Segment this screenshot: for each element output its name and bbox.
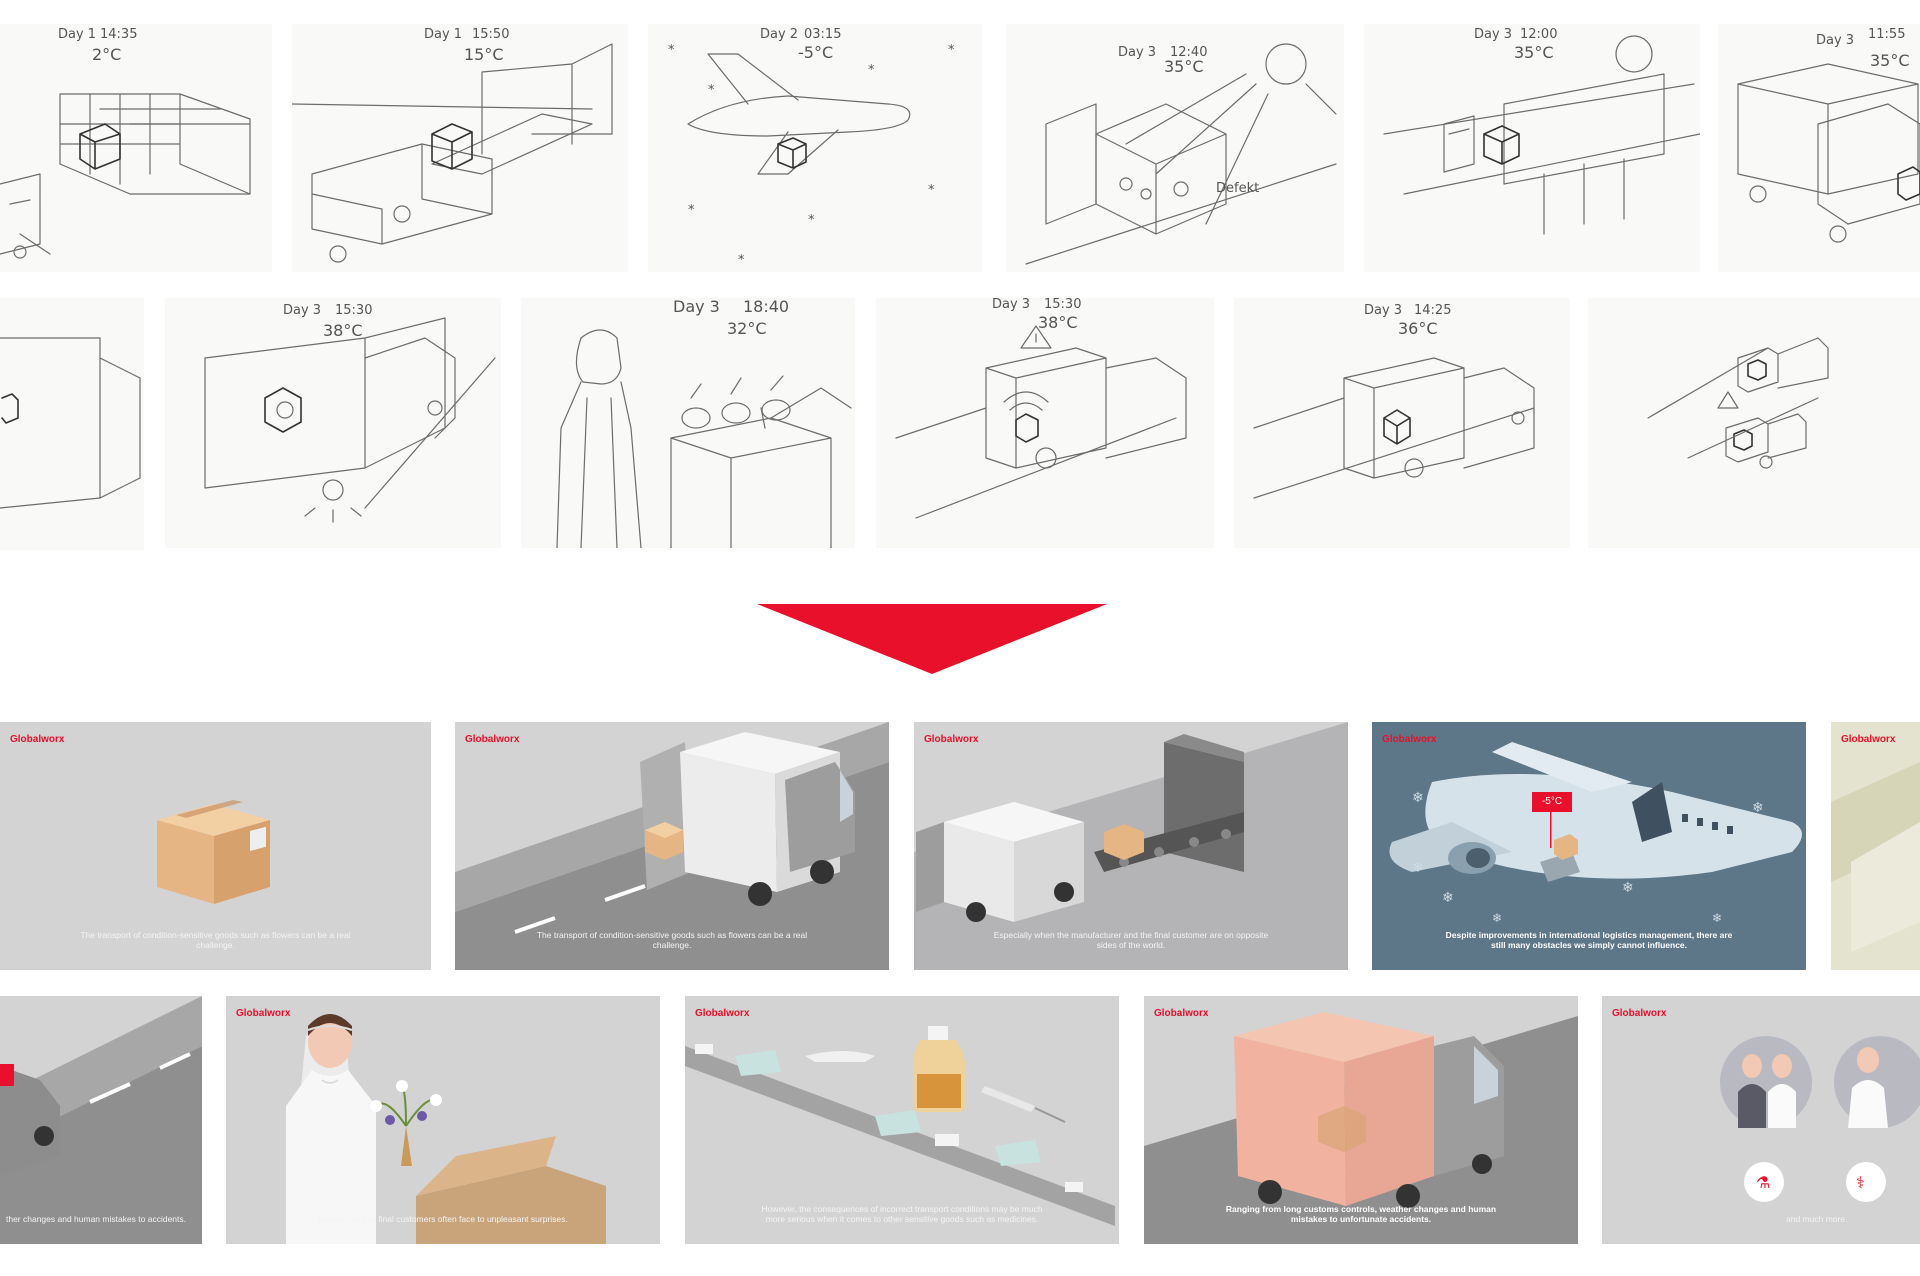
slide-caption: Despite improvements in international lo… xyxy=(1445,930,1733,950)
svg-text:❄: ❄ xyxy=(1712,911,1722,925)
sketch-temp: 36°C xyxy=(1398,319,1438,338)
sketch-note: Defekt xyxy=(1216,181,1259,196)
sketch-day: Day 2 xyxy=(760,27,798,42)
sketch-time: 03:15 xyxy=(804,27,841,42)
temperature-badge: -5°C xyxy=(1541,796,1563,807)
brand-logo: Globalworx xyxy=(465,734,520,745)
svg-text:*: * xyxy=(688,203,695,218)
sketch-tile: Day 1 14:35 2°C xyxy=(0,24,272,272)
sketch-time: 15:30 xyxy=(1044,298,1081,312)
sketch-tile xyxy=(0,298,144,550)
sketch-temp: 38°C xyxy=(1038,313,1078,332)
sketch-tile: Day 1 15:50 15°C xyxy=(292,24,628,272)
sketch-tile xyxy=(1588,298,1920,548)
svg-text:❄: ❄ xyxy=(1442,889,1454,905)
sketch-time: 18:40 xyxy=(743,298,789,316)
storyboard-slide: Globalworx The transport of condition-se… xyxy=(455,722,889,970)
sketch-tile: Day 3 15:30 38°C xyxy=(876,298,1214,548)
sketch-day: Day 3 xyxy=(1364,303,1402,318)
sketch-day: Day 1 xyxy=(58,27,96,42)
slide-caption: and much more. xyxy=(1786,1214,1848,1224)
sketch-temp: 2°C xyxy=(92,45,121,64)
brand-logo: Globalworx xyxy=(10,734,65,745)
storyboard-slide: Globalworx xyxy=(1831,722,1920,970)
svg-text:❄: ❄ xyxy=(1622,879,1634,895)
sketch-day: Day 3 xyxy=(1816,33,1854,48)
sketch-day: Day 3 xyxy=(673,298,720,316)
slide-caption: However, the consequences of incorrect t… xyxy=(761,1204,1043,1224)
brand-logo: Globalworx xyxy=(1382,734,1437,745)
brand-logo: Globalworx xyxy=(1612,1008,1667,1019)
sketch-temp: 15°C xyxy=(464,45,504,64)
brand-logo: Globalworx xyxy=(1154,1008,1209,1019)
svg-text:*: * xyxy=(948,43,955,58)
sketch-day: Day 3 xyxy=(992,298,1030,312)
sketch-time: 12:40 xyxy=(1170,45,1207,60)
svg-text:❄: ❄ xyxy=(1412,859,1424,875)
brand-logo: Globalworx xyxy=(695,1008,750,1019)
storyboard-slide: ❄ ❄ ❄ ❄ ❄ ❄ ❄ -5°C Globalworx Despite impro… xyxy=(1372,722,1806,970)
storyboard-slide: Globalworx Ranging from long customs con… xyxy=(1144,996,1578,1244)
slide-caption: No wonder that final customers often fac… xyxy=(318,1214,568,1224)
svg-text:❄: ❄ xyxy=(1412,789,1424,805)
storyboard-slide: Globalworx Especially when the manufactu… xyxy=(914,722,1348,970)
storyboard-slide: ⚗ ⚕ Globalworx and much more. xyxy=(1602,996,1920,1244)
slide-caption: Especially when the manufacturer and the… xyxy=(993,930,1269,950)
sketch-temp: 35°C xyxy=(1870,51,1910,70)
svg-text:*: * xyxy=(668,43,675,58)
sketch-tile: Day 3 18:40 32°C xyxy=(521,298,855,548)
sketch-day: Day 3 xyxy=(283,303,321,318)
svg-text:⚗: ⚗ xyxy=(1756,1175,1770,1192)
sketch-time: 15:30 xyxy=(335,303,372,318)
arrow-triangle xyxy=(757,604,1107,674)
sketch-time: 12:00 xyxy=(1520,27,1557,42)
sketch-tile: Day 2 03:15 -5°C * * * * * * * * xyxy=(648,24,982,272)
sketch-day: Day 1 xyxy=(424,27,462,42)
sketch-temp: 38°C xyxy=(323,321,363,340)
storyboard-slide: Globalworx No wonder that final customer… xyxy=(226,996,660,1244)
svg-text:*: * xyxy=(928,183,935,198)
sketch-temp: 35°C xyxy=(1164,57,1204,76)
sketch-time: 15:50 xyxy=(472,27,509,42)
svg-text:*: * xyxy=(868,63,875,78)
svg-text:⚕: ⚕ xyxy=(1856,1175,1865,1192)
down-arrow-icon xyxy=(757,604,1107,674)
svg-text:*: * xyxy=(808,213,815,228)
sketch-tile: Day 3 12:40 35°C Defekt xyxy=(1006,24,1344,272)
slide-caption: The transport of condition-sensitive goo… xyxy=(536,930,808,950)
brand-logo: Globalworx xyxy=(1841,734,1896,745)
slide-caption: Ranging from long customs controls, weat… xyxy=(1225,1204,1497,1224)
svg-text:*: * xyxy=(738,253,745,268)
storyboard-slide: Globalworx The transport of condition-se… xyxy=(0,722,431,970)
sketch-time: 14:35 xyxy=(100,27,137,42)
sketch-tile: Day 3 11:55 35°C xyxy=(1718,24,1920,272)
sketch-day: Day 3 xyxy=(1474,27,1512,42)
sketch-tile: Day 3 12:00 35°C xyxy=(1364,24,1700,272)
slide-caption: ther changes and human mistakes to accid… xyxy=(5,1214,187,1224)
brand-logo: Globalworx xyxy=(236,1008,291,1019)
sketch-tile: Day 3 14:25 36°C xyxy=(1234,298,1570,548)
svg-text:*: * xyxy=(708,83,715,98)
storyboard-slide: ther changes and human mistakes to accid… xyxy=(0,996,202,1244)
sketch-time: 11:55 xyxy=(1868,27,1905,42)
sketch-temp: 32°C xyxy=(727,319,767,338)
sketch-day: Day 3 xyxy=(1118,45,1156,60)
sketch-time: 14:25 xyxy=(1414,303,1451,318)
storyboard-slide: Globalworx However, the consequences of … xyxy=(685,996,1119,1244)
slide-caption: The transport of condition-sensitive goo… xyxy=(80,930,351,950)
svg-text:❄: ❄ xyxy=(1752,799,1764,815)
sketch-temp: -5°C xyxy=(798,43,833,62)
svg-text:❄: ❄ xyxy=(1492,911,1502,925)
brand-logo: Globalworx xyxy=(924,734,979,745)
sketch-tile: Day 3 15:30 38°C xyxy=(165,298,501,548)
sketch-temp: 35°C xyxy=(1514,43,1554,62)
